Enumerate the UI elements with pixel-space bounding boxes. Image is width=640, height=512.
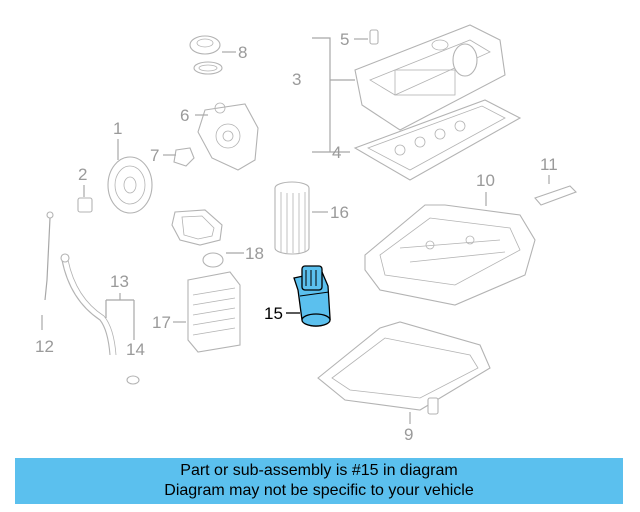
callout-16: 16 bbox=[330, 203, 349, 222]
callout-6: 6 bbox=[180, 106, 189, 125]
info-banner: Part or sub-assembly is #15 in diagram D… bbox=[15, 458, 623, 504]
callout-13: 13 bbox=[110, 272, 129, 291]
part-15-oil-filter-housing[interactable] bbox=[293, 265, 331, 327]
parts-diagram: 8 6 7 1 2 12 13 14 bbox=[35, 24, 577, 444]
callout-11: 11 bbox=[540, 155, 558, 174]
callout-15: 15 bbox=[264, 304, 283, 323]
callout-7: 7 bbox=[150, 146, 159, 165]
callout-5: 5 bbox=[340, 30, 349, 49]
part-13-guide-tube[interactable] bbox=[60, 253, 117, 356]
part-6-cover[interactable] bbox=[197, 102, 259, 171]
callout-17: 17 bbox=[152, 313, 171, 332]
part-10-upper-oil-pan[interactable] bbox=[364, 204, 536, 306]
part-18-gasket[interactable] bbox=[171, 209, 224, 268]
part-17-oil-cooler[interactable] bbox=[187, 271, 241, 353]
part-4-valve-cover-gasket[interactable] bbox=[353, 99, 522, 181]
callout-4: 4 bbox=[332, 143, 341, 162]
part-1-pulley[interactable] bbox=[107, 156, 153, 214]
callout-3: 3 bbox=[292, 70, 301, 89]
banner-line-1: Part or sub-assembly is #15 in diagram bbox=[180, 462, 458, 479]
part-5-bolt[interactable] bbox=[369, 29, 379, 45]
part-12-dipstick[interactable] bbox=[44, 211, 54, 301]
part-2-bolt[interactable] bbox=[77, 197, 93, 213]
callout-1: 1 bbox=[113, 119, 122, 138]
part-9-drain-plug[interactable] bbox=[427, 397, 439, 415]
callout-2: 2 bbox=[78, 165, 87, 184]
part-8-oil-filler-cap[interactable] bbox=[189, 35, 223, 75]
banner-line-2: Diagram may not be specific to your vehi… bbox=[164, 482, 474, 499]
callout-12: 12 bbox=[35, 337, 54, 356]
callout-10: 10 bbox=[476, 171, 495, 190]
callout-18: 18 bbox=[245, 244, 264, 263]
part-16-filter-element[interactable] bbox=[274, 181, 310, 255]
part-oil-pan-lower[interactable] bbox=[317, 321, 491, 411]
callout-9: 9 bbox=[404, 425, 413, 444]
part-11-sensor[interactable] bbox=[534, 185, 577, 206]
part-3-valve-cover[interactable] bbox=[354, 24, 506, 131]
part-7-bracket[interactable] bbox=[173, 147, 195, 167]
callout-14: 14 bbox=[126, 340, 145, 359]
callout-8: 8 bbox=[238, 43, 247, 62]
part-14-seal[interactable] bbox=[126, 375, 140, 385]
